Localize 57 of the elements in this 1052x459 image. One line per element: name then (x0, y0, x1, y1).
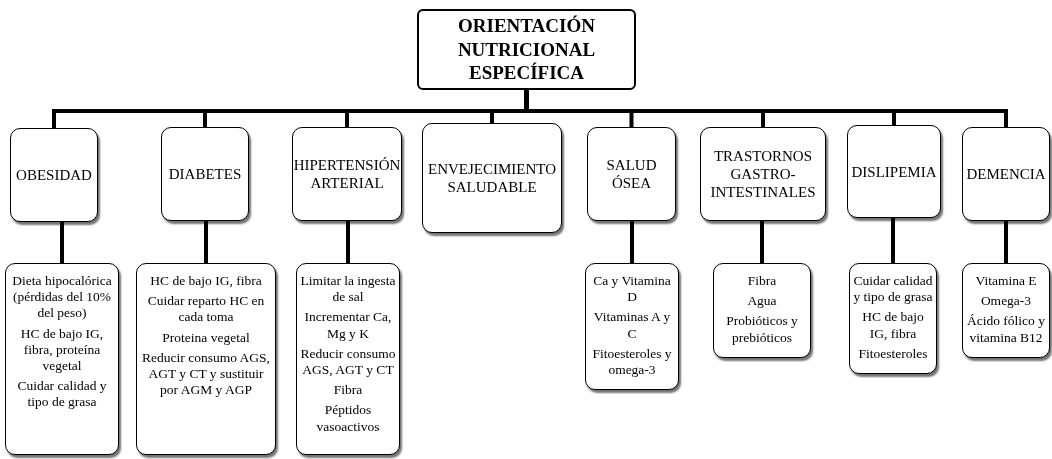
recommendation-text: Incrementar Ca, Mg y K (303, 309, 393, 342)
recommendation-box (849, 263, 937, 374)
recommendation-text: HC de bajo IG, fibra, proteína vegetal (19, 325, 105, 375)
recommendation-box (296, 263, 400, 455)
node-label: OBESIDAD (16, 166, 92, 184)
recommendation-text: Reducir consumo AGS, AGT y CT (299, 345, 397, 379)
recommendation-box (5, 263, 119, 455)
recommendation-text: Fitoesteroles y omega-3 (591, 345, 673, 379)
node-label: HIPERTENSIÓN ARTERIAL (293, 156, 401, 192)
recommendation-text: HC de bajo IG, fibra (150, 273, 262, 290)
recommendation-text: Fibra (747, 273, 777, 290)
recommendation-text: HC de bajo IG, fibra (861, 309, 925, 342)
recommendation-box (585, 263, 679, 391)
recommendation-text: Reducir consumo AGS, AGT y CT y sustituir por AGM y AGP (141, 349, 271, 399)
recommendation-text: Ca y Vitamina D (592, 273, 672, 306)
connector-line (1004, 221, 1008, 263)
recommendation-text: Fibra (333, 382, 363, 399)
recommendation-text: Péptidos vasoactivos (315, 402, 381, 435)
recommendation-text: Vitaminas A y C (592, 309, 672, 342)
connector-line (346, 221, 350, 263)
recommendation-box (962, 263, 1050, 358)
category-box (10, 128, 98, 222)
connector-line (891, 218, 895, 263)
node-label: DIABETES (168, 165, 242, 183)
connector-line (630, 221, 634, 263)
node-label: ENVEJECIMIENTO SALUDABLE (426, 160, 557, 196)
recommendation-box (713, 263, 811, 358)
node-label: ORIENTACIÓN NUTRICIONAL ESPECÍFICA (456, 13, 597, 86)
connector-line (524, 90, 1008, 127)
title-box (417, 9, 636, 90)
recommendation-text: Vitamina E (975, 273, 1037, 290)
recommendation-text: Ácido fólico y vitamina B12 (966, 313, 1046, 346)
recommendation-text: Cuidar reparto HC en cada toma (146, 293, 266, 326)
node-label: TRASTORNOS GASTRO- INTESTINALES (709, 147, 817, 201)
category-box (587, 127, 676, 221)
category-box (422, 123, 562, 233)
connector-line (60, 222, 64, 263)
recommendation-text: Dieta hipocalórica (pérdidas del 10% del peso) (11, 273, 113, 322)
recommendation-text: Cuidar calidad y tipo de grasa (852, 273, 934, 306)
category-box (962, 127, 1050, 221)
recommendation-text: Limitar la ingesta de sal (299, 273, 397, 306)
category-box (700, 127, 826, 221)
recommendation-text: Probióticos y prebióticos (725, 313, 799, 346)
node-label: DISLIPEMIA (851, 162, 937, 181)
connector-line (204, 221, 208, 263)
recommendation-text: Proteina vegetal (162, 329, 250, 346)
connector-line (760, 221, 764, 263)
category-box (847, 125, 941, 218)
recommendation-box (136, 263, 276, 455)
category-box (292, 127, 402, 221)
recommendation-text: Agua (747, 293, 777, 310)
node-label: SALUD ÓSEA (605, 156, 658, 192)
recommendation-text: Cuidar calidad y tipo de grasa (16, 378, 108, 411)
recommendation-text: Fitoesteroles (858, 345, 928, 362)
category-box (161, 127, 249, 221)
node-label: DEMENCIA (966, 165, 1046, 183)
recommendation-text: Omega-3 (980, 293, 1032, 310)
